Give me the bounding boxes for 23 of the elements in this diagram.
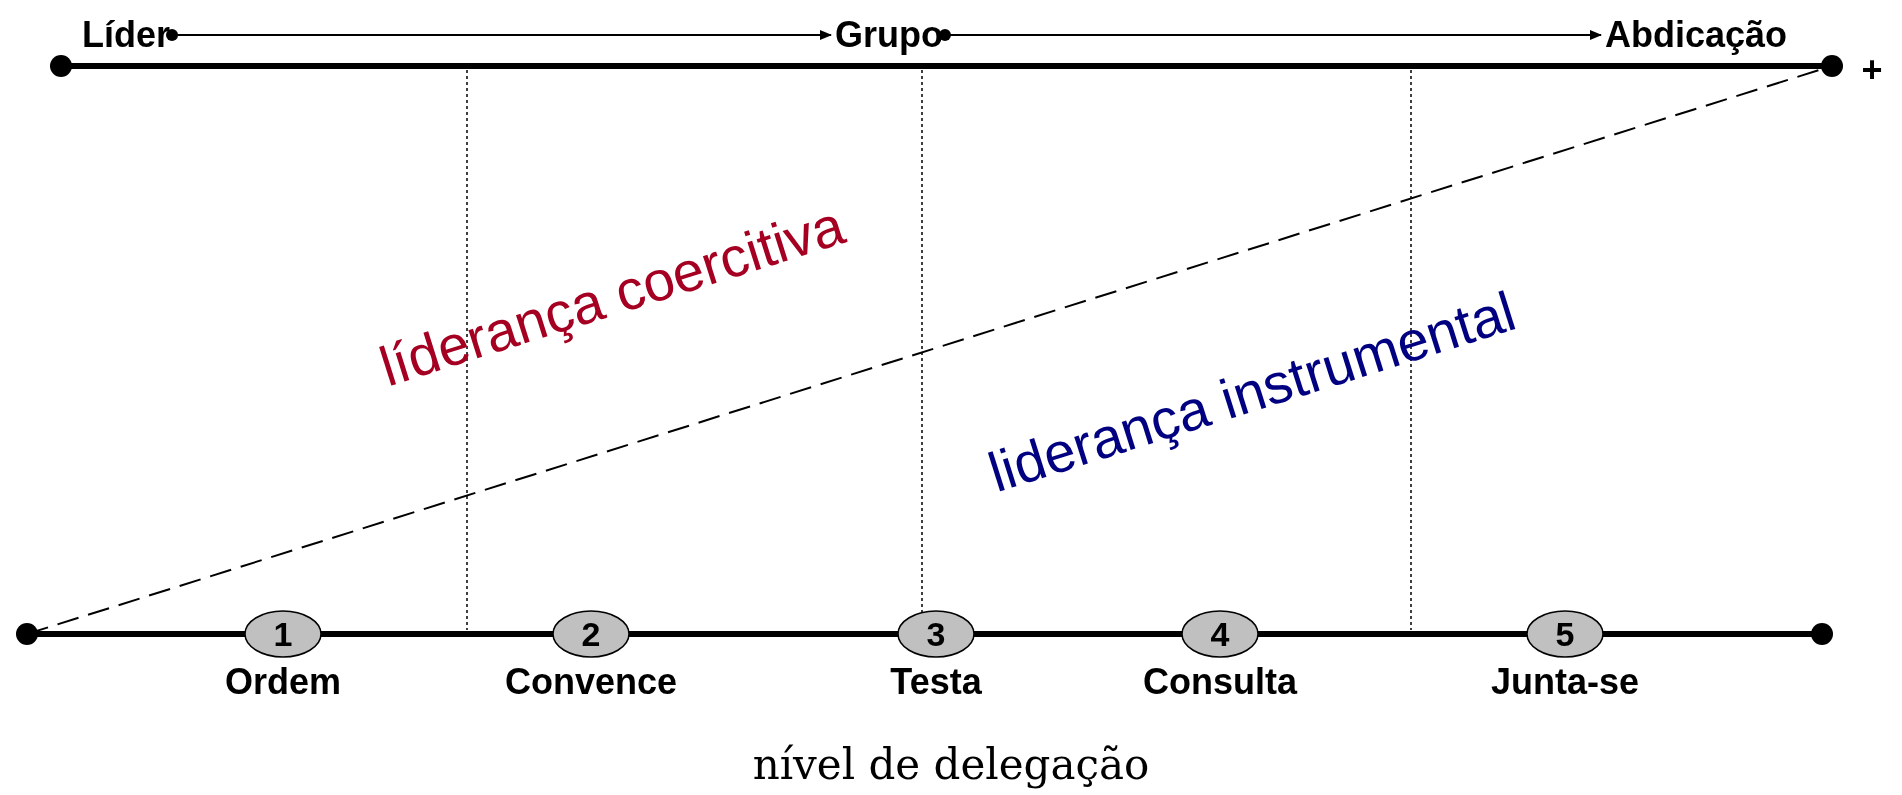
arrow [939,29,1602,41]
step-ellipse [897,610,975,658]
step-label: Junta-se [1491,662,1639,702]
step-number: 2 [580,614,602,654]
scale-label: Grupo [835,15,943,55]
step-ellipse [244,610,322,658]
step-ellipse [1181,610,1259,658]
region-label: líderança coercitiva [372,193,852,399]
step-ellipse [552,610,630,658]
step-ellipse [1526,610,1604,658]
step-label: Ordem [225,662,341,702]
axis-caption: nível de delegação [752,740,1150,790]
step-number: 4 [1209,614,1231,654]
step-number: 3 [925,614,947,654]
arrow [166,29,832,41]
step-label: Convence [504,662,678,702]
step-number: 5 [1554,614,1576,654]
step-label: Consulta [1143,662,1297,702]
step-label: Testa [890,662,982,702]
scale-label: Abdicação [1605,15,1788,55]
scale-label: Líder [82,15,170,55]
plus-sign: + [1861,50,1883,90]
step-number: 1 [272,614,294,654]
